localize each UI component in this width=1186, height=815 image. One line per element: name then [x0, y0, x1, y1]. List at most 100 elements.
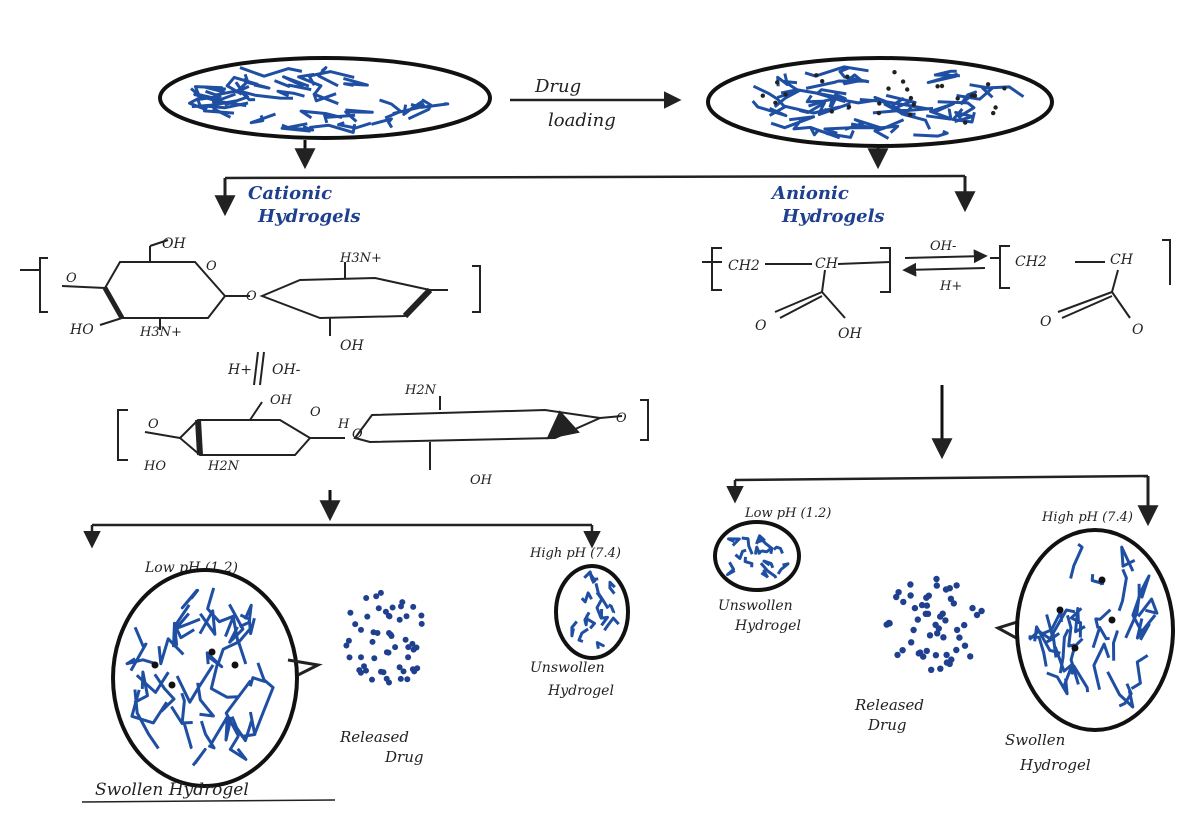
drug-dot	[956, 96, 960, 100]
drug-dot	[1002, 86, 1006, 90]
drug-dot	[404, 676, 410, 682]
drug-dot	[390, 605, 396, 611]
drug-dot	[991, 111, 995, 115]
drug-dot	[915, 616, 921, 622]
drug-dot	[900, 599, 906, 605]
svg-text:OH-: OH-	[930, 239, 956, 254]
drug-dot	[926, 593, 932, 599]
cationic-title-2: Hydrogels	[257, 206, 361, 227]
drug-dot	[901, 79, 905, 83]
anionic-low-ph: Low pH (1.2)	[744, 506, 831, 521]
svg-text:O: O	[310, 405, 321, 420]
empty-hydrogel	[160, 58, 490, 138]
svg-text:O: O	[66, 271, 77, 286]
drug-dot	[376, 605, 382, 611]
drug-dot	[775, 80, 779, 84]
released-drug-dots-cationic	[343, 590, 424, 686]
drug-dot	[934, 582, 940, 588]
drug-dot	[384, 649, 390, 655]
cationic-released-2: Drug	[384, 748, 423, 766]
anionic-high-ph: High pH (7.4)	[1041, 510, 1133, 525]
drug-dot	[919, 602, 925, 608]
drug-dot	[884, 621, 890, 627]
svg-text:H3N+: H3N+	[139, 325, 182, 340]
drug-dot	[398, 676, 404, 682]
polyacrylic-acid-labels: CH2 CH O OH	[728, 256, 862, 342]
anionic-swollen-2: Hydrogel	[1019, 756, 1091, 774]
drug-dot	[397, 617, 403, 623]
svg-text:H2N: H2N	[404, 383, 437, 398]
drug-dot	[358, 654, 364, 660]
drug-dot	[935, 84, 939, 88]
cationic-swollen-label: Swollen Hydrogel	[95, 780, 249, 800]
drug-dot	[943, 652, 949, 658]
drug-dot	[364, 614, 370, 620]
drug-dot	[761, 94, 765, 98]
drug-dot	[954, 627, 960, 633]
cationic-swollen-hydrogel	[113, 570, 297, 786]
drug-dot	[933, 576, 939, 582]
drug-dot	[398, 603, 404, 609]
drug-dot	[371, 655, 377, 661]
drug-dot	[953, 582, 959, 588]
drug-dot	[925, 611, 931, 617]
drug-dot	[847, 105, 851, 109]
drug-dot	[907, 581, 913, 587]
svg-text:CH2: CH2	[1015, 254, 1047, 270]
drug-dot	[363, 595, 369, 601]
drug-dot	[356, 667, 362, 673]
drug-dot	[414, 665, 420, 671]
drug-dot	[940, 84, 944, 88]
drug-dot	[373, 593, 379, 599]
drug-dot	[418, 613, 424, 619]
branch-bar	[225, 176, 965, 178]
drug-dot	[886, 86, 890, 90]
drug-dot	[974, 612, 980, 618]
drug-dot	[892, 70, 896, 74]
drug-loaded-hydrogel	[708, 58, 1052, 146]
drug-dot	[386, 613, 392, 619]
cationic-unswollen-1: Unswollen	[530, 660, 605, 676]
released-drug-dots-anionic	[884, 576, 985, 673]
drug-dot	[953, 647, 959, 653]
drug-dot	[912, 102, 916, 106]
cationic-title-1: Cationic	[248, 183, 332, 204]
drug-dot	[899, 647, 905, 653]
drug-dot	[944, 659, 950, 665]
svg-text:O: O	[246, 289, 257, 304]
drug-dot	[409, 641, 415, 647]
drug-dot	[961, 622, 967, 628]
drug-dot	[403, 637, 409, 643]
drug-dot	[937, 613, 943, 619]
svg-text:H: H	[337, 417, 350, 432]
drug-dot	[947, 585, 953, 591]
cationic-unswollen-hydrogel	[556, 566, 628, 658]
cationic-released-1: Released	[339, 728, 409, 746]
drug-dot	[907, 592, 913, 598]
svg-text:OH: OH	[270, 393, 293, 408]
drug-dot	[905, 87, 909, 91]
svg-text:O: O	[1040, 314, 1052, 330]
chitosan-neutral-structure	[118, 396, 648, 470]
drug-dot	[371, 629, 377, 635]
drug-dot	[912, 605, 918, 611]
drug-dot	[369, 677, 375, 683]
drug-dot	[963, 120, 967, 124]
svg-text:O: O	[148, 417, 159, 432]
drug-dot	[934, 630, 940, 636]
drug-dot	[404, 613, 410, 619]
drug-dot	[830, 109, 834, 113]
svg-text:OH: OH	[162, 236, 186, 252]
svg-text:CH: CH	[815, 256, 839, 272]
drug-dot	[951, 600, 957, 606]
svg-text:H+: H+	[227, 362, 252, 378]
drug-dot	[419, 621, 425, 627]
svg-text:H3N+: H3N+	[339, 251, 382, 266]
anionic-swollen-hydrogel	[1017, 530, 1173, 730]
drug-dot	[845, 75, 849, 79]
svg-text:O: O	[1132, 322, 1144, 338]
drug-dot	[410, 604, 416, 610]
svg-text:OH: OH	[838, 326, 862, 342]
svg-text:O: O	[755, 318, 767, 334]
polyacrylate-structure	[990, 240, 1170, 318]
